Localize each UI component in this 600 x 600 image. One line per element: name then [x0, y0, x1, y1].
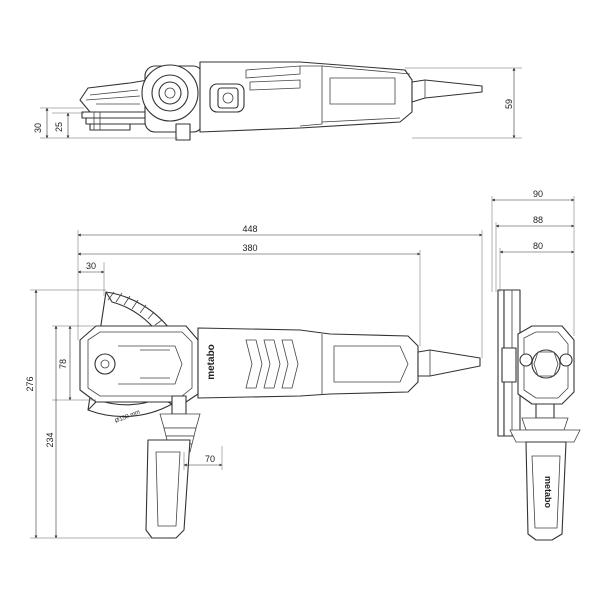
dim-30-offset: 30 — [86, 261, 96, 271]
front-view: Ø150 mm metabo — [25, 224, 483, 539]
dim-276: 276 — [25, 376, 35, 391]
dim-448: 448 — [242, 224, 257, 234]
handle-logo: metabo — [543, 476, 553, 509]
dim-88: 88 — [533, 215, 543, 225]
dim-side-59: 59 — [504, 99, 514, 109]
dim-78: 78 — [58, 359, 68, 369]
dim-side-30: 30 — [33, 123, 43, 133]
dim-70: 70 — [205, 454, 215, 464]
dim-380: 380 — [242, 243, 257, 253]
dim-234: 234 — [45, 432, 55, 447]
brand-logo: metabo — [206, 344, 217, 380]
dim-80: 80 — [533, 241, 543, 251]
dim-side-25: 25 — [54, 122, 64, 132]
side-view: 30 25 59 — [33, 61, 522, 141]
dim-90: 90 — [533, 189, 543, 199]
end-view: metabo 90 88 80 — [491, 189, 581, 541]
